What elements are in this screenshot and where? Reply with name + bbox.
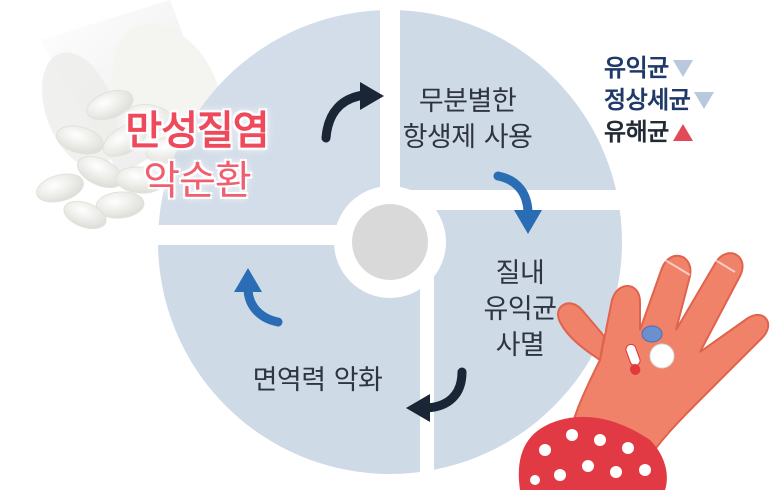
legend-item-beneficial: 유익균	[604, 52, 774, 84]
up-triangle-icon	[672, 123, 693, 141]
pill-bottle-icon	[36, 0, 224, 230]
bacteria-legend: 유익균 정상세균 유해균	[604, 52, 774, 148]
legend-item-normal: 정상세균	[604, 84, 774, 116]
step-beneficial-bacteria-death: 질내 유익균 사멸	[483, 258, 557, 361]
down-triangle-icon	[672, 59, 693, 77]
arrow-icon-bottom	[406, 367, 467, 422]
legend-label: 유익균	[604, 54, 669, 82]
arrow-icon-left	[234, 268, 283, 327]
down-triangle-icon	[694, 91, 715, 109]
diagram-subtitle: 악순환	[143, 158, 251, 204]
step-antibiotic-misuse: 무분별한 항생제 사용	[402, 86, 533, 153]
legend-label: 유해균	[604, 118, 669, 146]
hand-with-pills-icon	[518, 252, 769, 490]
legend-label: 정상세균	[604, 86, 691, 114]
diagram-title: 만성질염	[125, 108, 269, 154]
arrow-icon-top	[321, 82, 384, 143]
arrow-icon-right	[493, 171, 542, 234]
cycle-center	[352, 204, 428, 280]
legend-item-harmful: 유해균	[604, 116, 774, 148]
step-immunity-decline: 면역력 악화	[252, 365, 383, 396]
